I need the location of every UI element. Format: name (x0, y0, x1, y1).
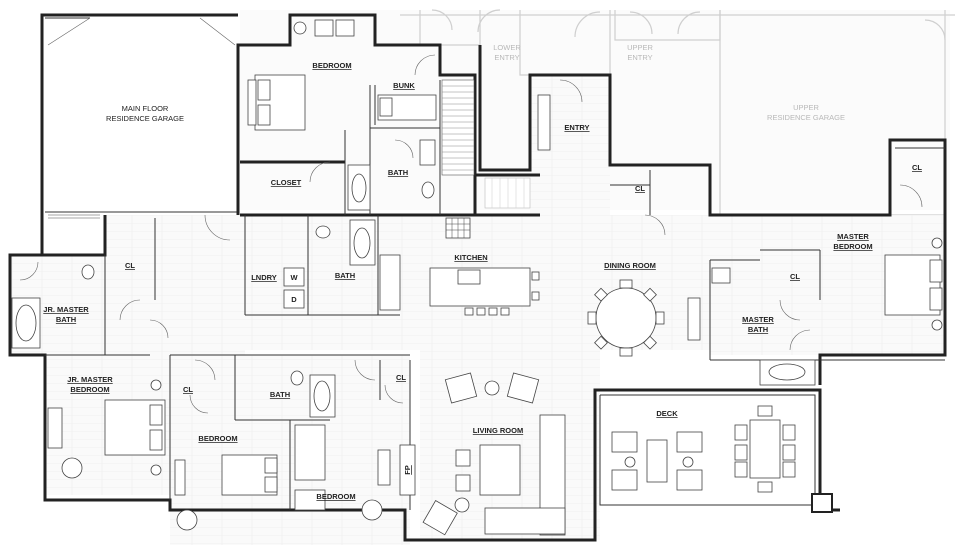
label-cl-entry: CL (635, 184, 645, 193)
stairs (441, 79, 531, 209)
interior-walls (45, 80, 945, 510)
label-jr-bedroom-2: BEDROOM (70, 385, 109, 394)
label-bunk: BUNK (393, 81, 415, 90)
label-lndry: LNDRY (251, 273, 277, 282)
label-master-bath-2: BATH (748, 325, 768, 334)
label-cl-lower: CL (396, 373, 406, 382)
label-lower-entry-2: ENTRY (494, 53, 519, 62)
label-bath-top: BATH (388, 168, 408, 177)
label-master-bedroom-1: MASTER (837, 232, 869, 241)
label-fp: FP (403, 465, 412, 475)
door-swings (19, 54, 923, 414)
label-bedroom-top: BEDROOM (312, 61, 351, 70)
label-bath-mid: BATH (335, 271, 355, 280)
label-dryer: D (291, 295, 297, 304)
label-lower-entry-1: LOWER (493, 43, 521, 52)
label-upper-entry-1: UPPER (627, 43, 653, 52)
label-jr-bedroom-1: JR. MASTER (67, 375, 113, 384)
label-cl-master-top: CL (912, 163, 922, 172)
label-bedroom-lower-right: BEDROOM (316, 492, 355, 501)
exterior-walls (8, 13, 947, 542)
room-labels: MAIN FLOOR RESIDENCE GARAGE LOWER ENTRY … (43, 43, 922, 501)
label-bedroom-lower-left: BEDROOM (198, 434, 237, 443)
label-closet: CLOSET (271, 178, 302, 187)
label-deck: DECK (656, 409, 678, 418)
label-upper-garage-1: UPPER (793, 103, 819, 112)
label-cl-jr: CL (183, 385, 193, 394)
label-jr-bath-2: BATH (56, 315, 76, 324)
label-jr-bath-1: JR. MASTER (43, 305, 89, 314)
label-master-bath-1: MASTER (742, 315, 774, 324)
label-kitchen: KITCHEN (454, 253, 487, 262)
label-bath-lower: BATH (270, 390, 290, 399)
label-upper-entry-2: ENTRY (627, 53, 652, 62)
label-living-room: LIVING ROOM (473, 426, 523, 435)
label-upper-garage-2: RESIDENCE GARAGE (767, 113, 845, 122)
label-entry: ENTRY (564, 123, 589, 132)
label-cl-left: CL (125, 261, 135, 270)
fixtures (11, 19, 943, 536)
label-cl-master: CL (790, 272, 800, 281)
label-main-garage-1: MAIN FLOOR (122, 104, 169, 113)
label-master-bedroom-2: BEDROOM (833, 242, 872, 251)
main-garage (40, 13, 238, 255)
label-dining-room: DINING ROOM (604, 261, 656, 270)
label-main-garage-2: RESIDENCE GARAGE (106, 114, 184, 123)
label-washer: W (290, 273, 298, 282)
